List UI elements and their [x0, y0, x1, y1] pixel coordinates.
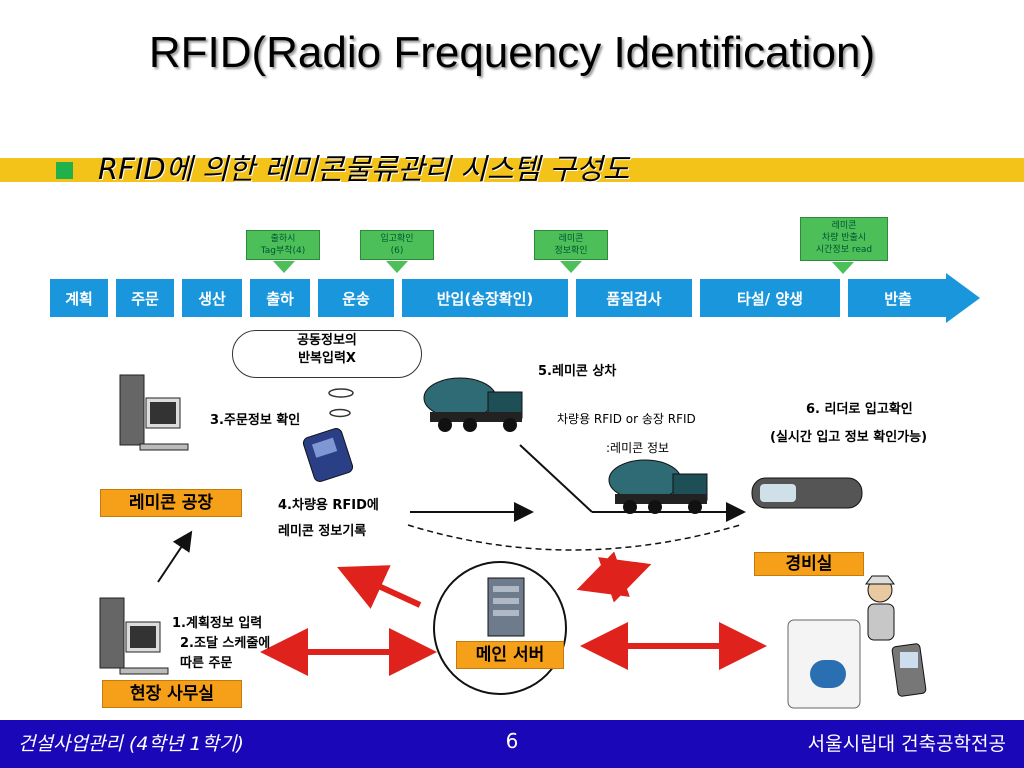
cloud-bubble-small: [329, 408, 351, 418]
server-guard-arrow: [576, 551, 652, 603]
process-step-quality-check: 품질검사: [576, 279, 696, 317]
cloud-shape: [232, 330, 422, 378]
site-office-label-box: 현장 사무실: [102, 680, 242, 708]
callout-warehouse-in-arrow-icon: [386, 261, 408, 273]
footer-bar: [0, 720, 1024, 768]
factory-computer-icon: [119, 374, 189, 451]
label-vehicle-rfid: 차량용 RFID or 송장 RFID: [557, 412, 696, 426]
process-step-shipping: 출하: [250, 279, 314, 317]
process-step-production: 생산: [182, 279, 246, 317]
terminal-device-icon: [787, 619, 861, 709]
footer-page-number: 6: [505, 729, 519, 753]
process-step-transport: 운송: [318, 279, 398, 317]
office-to-factory-arrow: [157, 530, 193, 583]
label-step4: 4.차량용 RFID에 레미콘 정보기록: [278, 498, 379, 539]
label-step5: 5.레미콘 상차: [538, 364, 617, 379]
process-step-exit: 반출: [848, 279, 948, 317]
callout-remicon-info-arrow-icon: [560, 261, 582, 273]
page-title: RFID(Radio Frequency Identification): [148, 28, 876, 77]
callout-warehouse-in: 입고확인 (6): [360, 230, 434, 260]
mixer-truck-icon-1: [423, 377, 523, 432]
bullet-square-icon: [56, 162, 73, 179]
cloud-bubble-large: [328, 388, 354, 398]
process-step-delivery: 반입(송장확인): [402, 279, 572, 317]
process-step-order: 주문: [116, 279, 178, 317]
callout-remicon-vehicle-arrow-icon: [832, 262, 854, 274]
process-arrowhead-icon: [946, 273, 980, 323]
callout-remicon-vehicle: 레미콘 차량 반출시 시간정보 read: [800, 217, 888, 261]
label-step6-sub: (실시간 입고 정보 확인가능): [770, 430, 928, 445]
truck-to-truck-connector: [519, 444, 593, 513]
label-step6: 6. 리더로 입고확인: [806, 402, 913, 417]
rfid-reader-icon: [751, 477, 863, 509]
server-factory-arrow: [337, 565, 422, 609]
label-remicon-info-sub: :레미콘 정보: [606, 441, 670, 455]
callout-shipping: 출하시 Tag부착(4): [246, 230, 320, 260]
callout-remicon-info: 레미콘 정보확인: [534, 230, 608, 260]
server-icon: [487, 577, 525, 637]
guard-worker-icon: [865, 575, 895, 641]
rfid-tag-device-icon: [302, 428, 354, 482]
guard-room-label-box: 경비실: [754, 552, 864, 576]
mixer-truck-icon-2: [608, 459, 708, 514]
dashed-return-arc: [407, 524, 741, 551]
footer-department: 서울시립대 건축공학전공: [807, 733, 1006, 755]
subtitle-band: [0, 158, 1024, 182]
cloud-text: 공동정보의 반복입력X: [297, 333, 357, 366]
process-step-pour-cure: 타설/ 양생: [700, 279, 844, 317]
site-office-computer-icon: [99, 597, 169, 675]
label-step3: 3.주문정보 확인: [210, 413, 301, 428]
subtitle: RFID에 의한 레미콘물류관리 시스템 구성도: [98, 152, 630, 186]
main-server-label-box: 메인 서버: [456, 641, 564, 669]
process-step-plan: 계획: [50, 279, 112, 317]
callout-shipping-arrow-icon: [273, 261, 295, 273]
label-step2: 2.조달 스케줄에 따른 주문: [180, 636, 271, 671]
label-step1: 1.계획정보 입력: [172, 616, 263, 631]
factory-label-box: 레미콘 공장: [100, 489, 242, 517]
footer-course: 건설사업관리 (4학년 1학기): [18, 733, 244, 755]
handheld-scanner-icon: [891, 643, 927, 697]
